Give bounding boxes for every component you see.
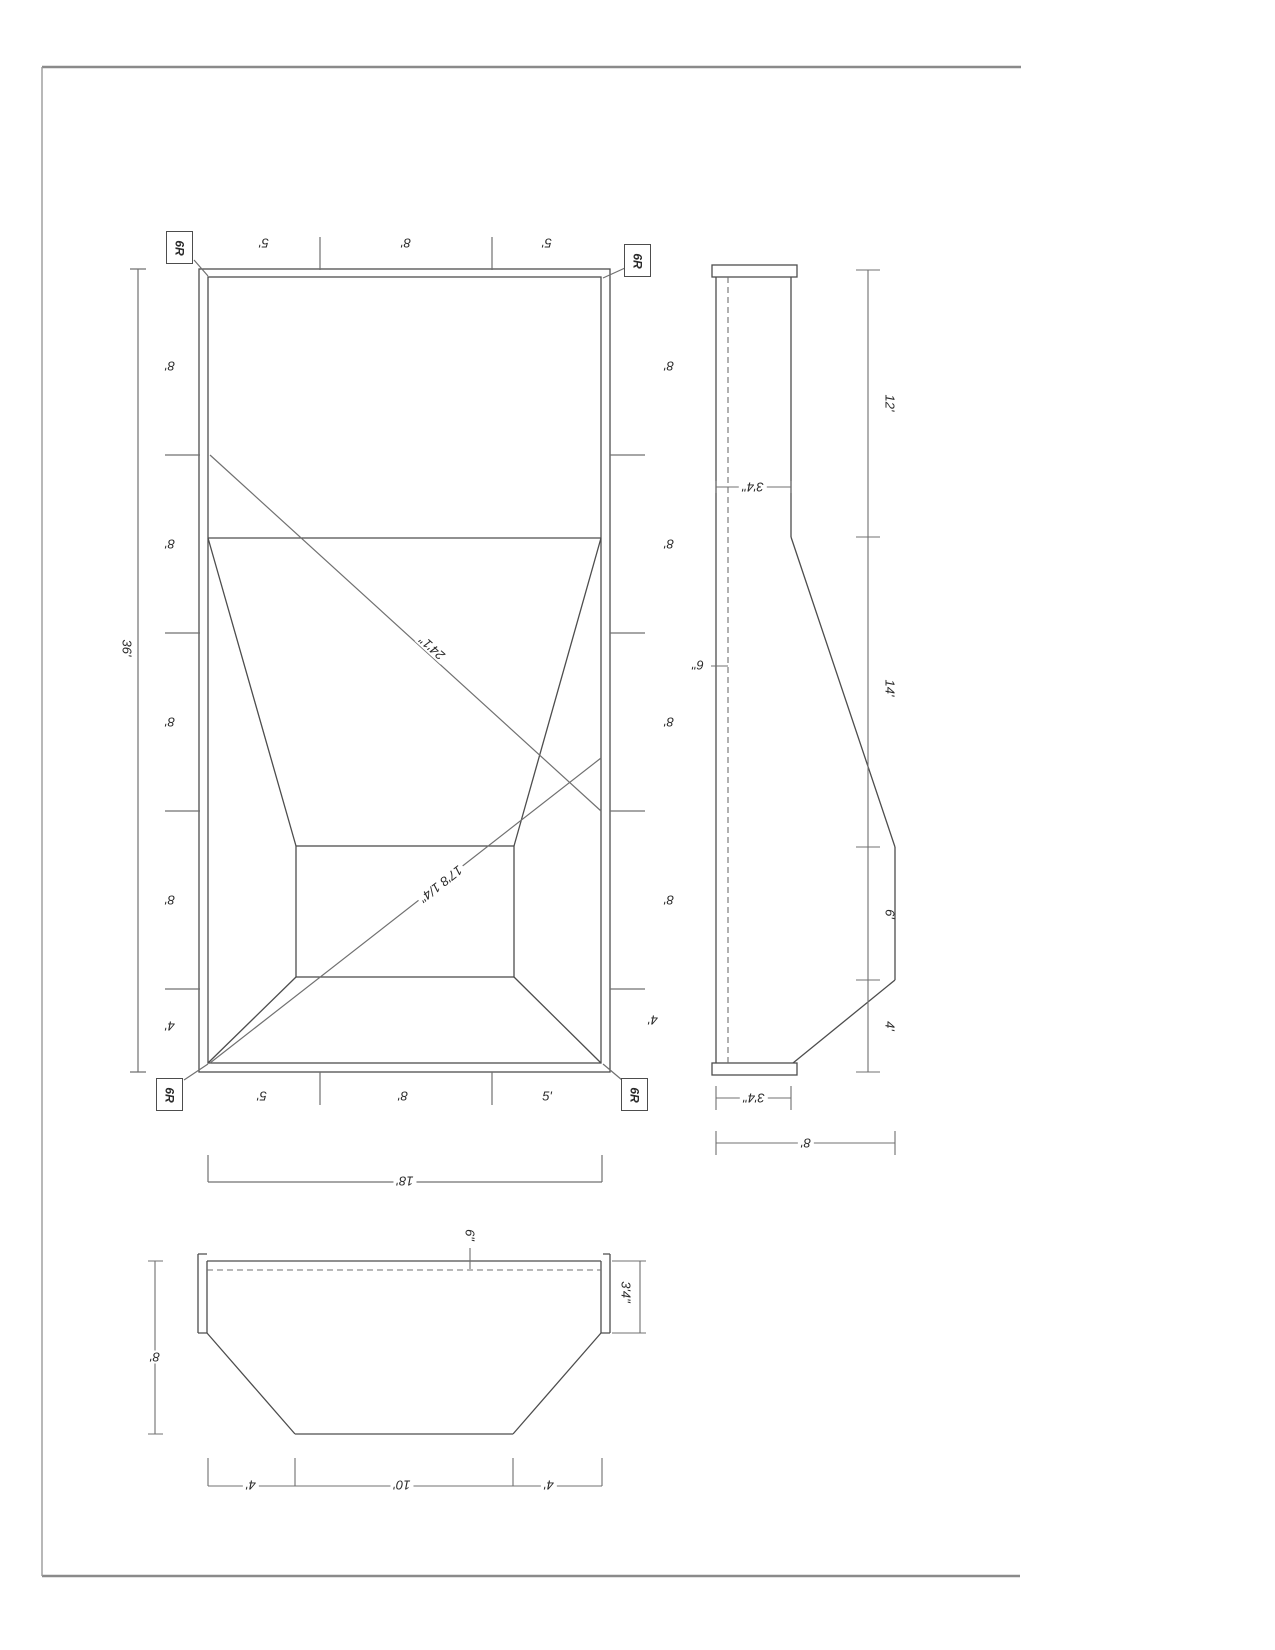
- profile-waterline-offset: 6": [692, 657, 704, 673]
- plan-top-dim-0: 5': [259, 235, 269, 251]
- plan-bottom-dim-1: 8': [398, 1088, 408, 1104]
- section-bottom-dim-0: 4': [243, 1478, 259, 1493]
- section-waterline-offset: 6": [462, 1229, 478, 1241]
- section-bottom-dim-2: 4': [541, 1478, 557, 1493]
- profile-shallow-depth: 3'4": [739, 480, 767, 495]
- plan-right-dim-2: 8': [664, 714, 674, 730]
- plan-left-dim-4: 4': [165, 1018, 175, 1034]
- plan-right-dim-1: 8': [664, 536, 674, 552]
- plan-right-dim-4: 4': [648, 1012, 658, 1028]
- plan-corner-radius-callout-bottom-right: 6R: [621, 1078, 648, 1111]
- profile-bottom-shallow-depth: 3'4": [740, 1091, 768, 1106]
- plan-overall-width: 18': [393, 1174, 417, 1189]
- plan-top-dim-2: 5': [542, 235, 552, 251]
- profile-side-dim-2: 6': [882, 909, 898, 919]
- profile-side-dim-1: 14': [882, 679, 898, 697]
- profile-bottom-deep-depth: 8': [798, 1136, 814, 1151]
- section-bottom-dim-1: 10': [390, 1478, 414, 1493]
- plan-bottom-dim-2: 5': [542, 1088, 552, 1104]
- plan-corner-radius-callout-top-right: 6R: [624, 244, 651, 277]
- plan-left-dim-1: 8': [165, 536, 175, 552]
- profile-side-dim-0: 12': [882, 394, 898, 412]
- plan-right-dim-3: 8': [664, 892, 674, 908]
- plan-left-dim-2: 8': [165, 714, 175, 730]
- plan-overall-length: 36': [119, 639, 135, 657]
- plan-left-dim-0: 8': [165, 358, 175, 374]
- section-depth-total: 8': [147, 1350, 163, 1365]
- section-wall-depth: 3'4": [618, 1281, 634, 1303]
- plan-corner-radius-callout-top-left: 6R: [166, 231, 193, 264]
- plan-bottom-dim-0: 5': [257, 1088, 267, 1104]
- plan-right-dim-0: 8': [664, 358, 674, 374]
- plan-left-dim-3: 8': [165, 892, 175, 908]
- plan-top-dim-1: 8': [401, 235, 411, 251]
- plan-corner-radius-callout-bottom-left: 6R: [156, 1078, 183, 1111]
- profile-side-dim-3: 4': [882, 1021, 898, 1031]
